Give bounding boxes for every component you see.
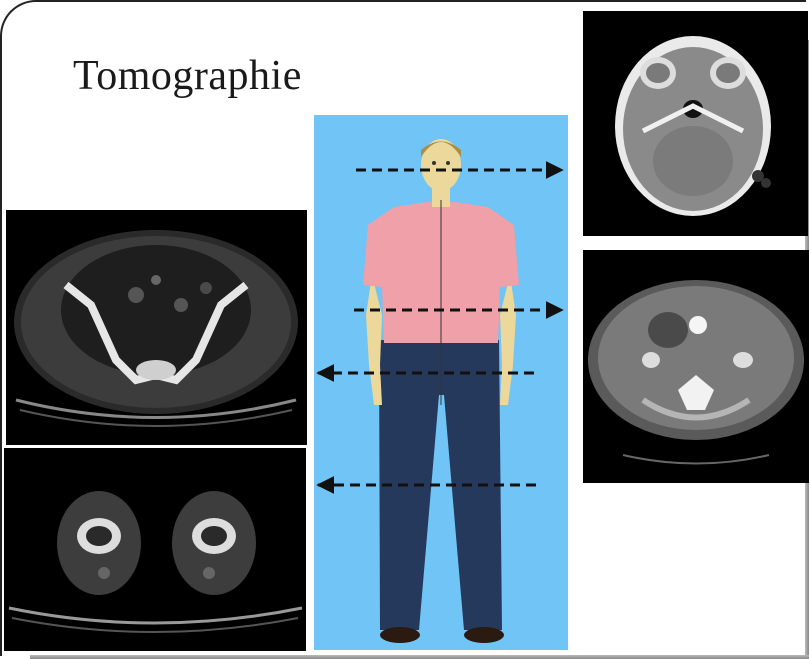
human-figure-icon	[314, 115, 568, 650]
ct-head-slice	[583, 11, 808, 236]
human-figure-panel	[314, 115, 568, 650]
slide-title: Tomographie	[73, 52, 302, 100]
pelvis-ct-icon	[6, 210, 307, 445]
slide-shadow-bottom	[30, 655, 809, 659]
knee-ct-icon	[4, 448, 306, 651]
ct-abdomen-slice	[583, 250, 809, 483]
brain-ct-icon	[583, 11, 808, 236]
ct-knees-slice	[4, 448, 306, 651]
abdomen-ct-icon	[583, 250, 809, 483]
ct-pelvis-slice	[6, 210, 307, 445]
